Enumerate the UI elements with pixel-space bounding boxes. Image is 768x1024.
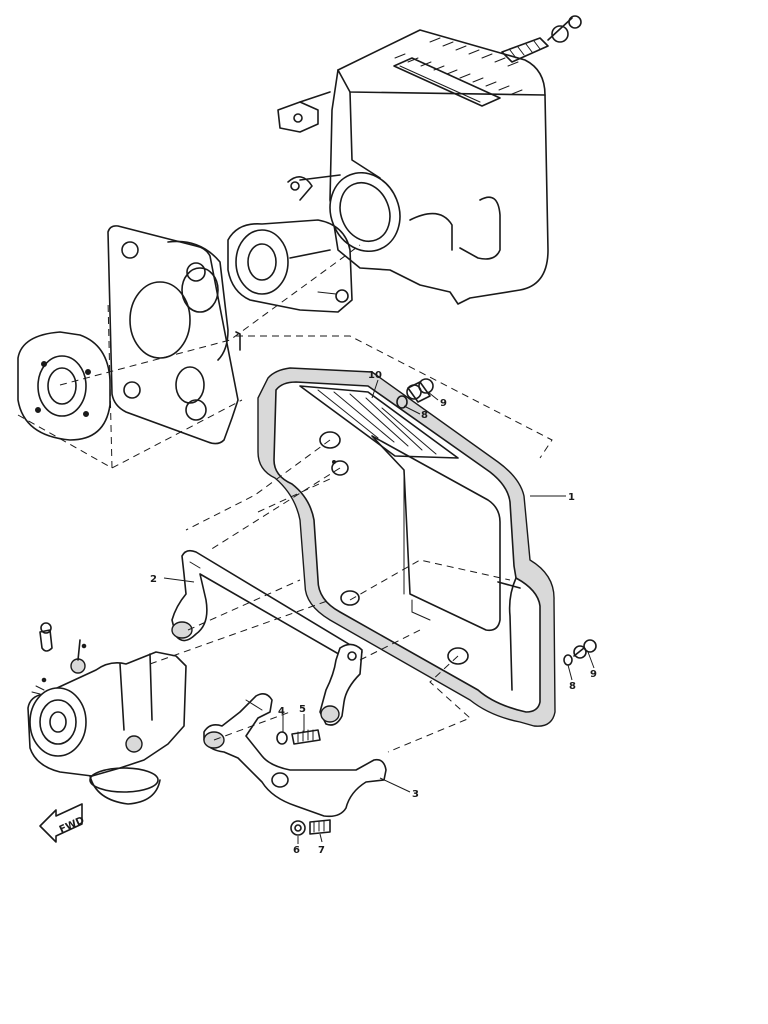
svg-text:1: 1 xyxy=(568,492,575,503)
mounting-bracket xyxy=(277,91,331,133)
spring-7 xyxy=(309,819,331,835)
washer-8-right xyxy=(563,654,573,666)
carburetor-adapter xyxy=(227,219,353,313)
callout-8-top: 8 xyxy=(403,405,428,421)
alignment-guides xyxy=(17,244,553,753)
svg-text:8: 8 xyxy=(569,681,576,692)
callout-1: 1 xyxy=(530,492,575,503)
svg-text:10: 10 xyxy=(368,370,382,381)
washer-4 xyxy=(276,731,288,745)
screw-9-right xyxy=(573,639,597,659)
callout-6: 6 xyxy=(293,836,300,856)
callout-2: 2 xyxy=(150,574,195,585)
callout-7: 7 xyxy=(318,833,325,856)
washer-8-top xyxy=(396,395,408,409)
insulator-gasket xyxy=(107,225,241,445)
air-box-housing xyxy=(329,29,549,305)
svg-text:9: 9 xyxy=(590,669,597,680)
carburetor xyxy=(27,622,187,805)
callout-9-right: 9 xyxy=(587,651,597,680)
spring-5 xyxy=(291,729,321,745)
screw-9-top xyxy=(406,378,434,403)
svg-text:4: 4 xyxy=(278,706,285,717)
callout-9-top: 9 xyxy=(427,391,447,409)
callout-4: 4 xyxy=(278,706,285,732)
cover-panel xyxy=(257,367,556,727)
nut-6 xyxy=(290,820,306,836)
intake-hose-clamp xyxy=(501,15,582,63)
svg-text:8: 8 xyxy=(421,410,428,421)
callout-5: 5 xyxy=(299,704,306,732)
svg-text:6: 6 xyxy=(293,845,300,856)
callout-8-right: 8 xyxy=(567,664,576,692)
callout-10: 10 xyxy=(368,370,382,399)
fwd-direction-arrow: FWD xyxy=(39,803,86,843)
callout-3: 3 xyxy=(379,777,419,800)
linkage-arm-vertical xyxy=(319,643,363,726)
svg-text:2: 2 xyxy=(150,574,157,585)
svg-text:7: 7 xyxy=(318,845,325,856)
svg-text:3: 3 xyxy=(412,789,419,800)
svg-text:5: 5 xyxy=(299,704,306,715)
flange-plate xyxy=(17,331,111,441)
throttle-arm-2 xyxy=(171,549,363,665)
throttle-arm-3 xyxy=(203,692,387,818)
svg-text:9: 9 xyxy=(440,398,447,409)
